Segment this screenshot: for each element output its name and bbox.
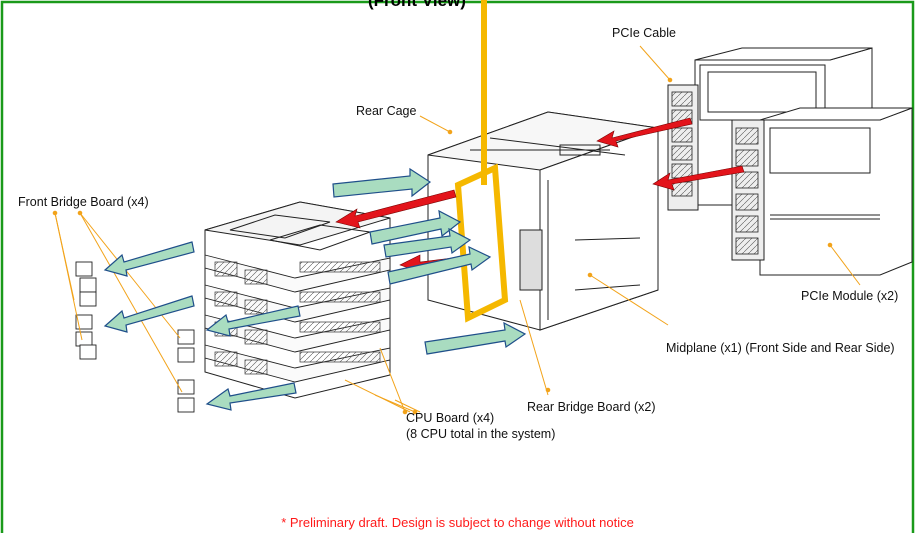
pcie-module-front <box>731 107 913 276</box>
green-arrow-9 <box>205 382 297 411</box>
pcie-module-back-ports <box>671 91 693 197</box>
midplane-highlight <box>454 163 509 323</box>
green-arrow-1 <box>332 167 432 198</box>
label-cpu-board: CPU Board (x4) <box>406 411 495 425</box>
red-arrow-pcie-1 <box>596 117 693 148</box>
cpu-heatsinks <box>214 261 381 375</box>
label-pcie-cable: PCIe Cable <box>612 26 676 40</box>
label-cpu-total: (8 CPU total in the system) <box>406 427 556 441</box>
green-arrow-6 <box>103 241 195 277</box>
green-arrow-4 <box>387 245 492 285</box>
label-midplane: Midplane (x1) (Front Side and Rear Side) <box>666 341 895 355</box>
green-arrow-3 <box>383 227 472 258</box>
front-bridge-boards <box>75 261 195 413</box>
green-arrow-2 <box>369 209 462 245</box>
red-arrow-cage-1 <box>335 189 457 229</box>
view-title: (Front View) <box>368 0 466 10</box>
leader-lines <box>52 45 861 415</box>
label-rear-cage: Rear Cage <box>356 104 417 118</box>
pcie-module-front-ports <box>735 127 759 255</box>
green-arrows <box>103 167 527 411</box>
label-pcie-module: PCIe Module (x2) <box>801 289 899 303</box>
red-arrow-pcie-2 <box>652 165 745 191</box>
label-rear-bridge-board: Rear Bridge Board (x2) <box>527 400 656 414</box>
preliminary-note: * Preliminary draft. Design is subject t… <box>281 515 634 530</box>
green-arrow-8 <box>205 305 301 337</box>
label-front-bridge-board: Front Bridge Board (x4) <box>18 195 149 209</box>
green-arrow-5 <box>424 321 527 355</box>
cpu-board-stack <box>204 201 391 399</box>
green-arrow-7 <box>103 295 195 333</box>
